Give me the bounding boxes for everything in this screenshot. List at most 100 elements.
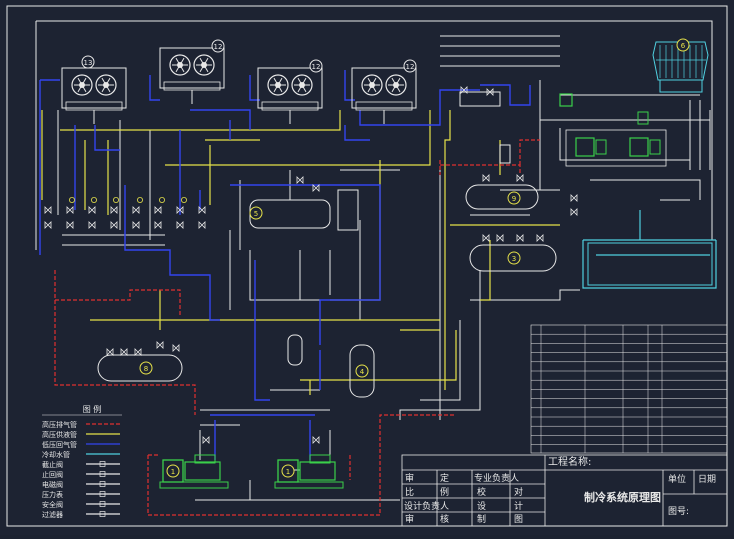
compressor-2-number: 1 bbox=[286, 468, 290, 476]
drawing-border bbox=[6, 5, 728, 527]
valve-icon bbox=[198, 206, 206, 214]
vessel-4 bbox=[349, 344, 375, 398]
tank-3-number: 3 bbox=[512, 255, 516, 263]
tb-r1c0: 比 bbox=[405, 488, 415, 498]
valve-icon bbox=[516, 174, 524, 182]
condenser-unit-3: 12 bbox=[257, 59, 323, 124]
valve-icon bbox=[106, 348, 114, 356]
makeup-pump bbox=[559, 93, 573, 107]
valve-icon bbox=[132, 206, 140, 214]
tb-r3c1: 核 bbox=[440, 515, 450, 525]
drawing-number-label: 图号: bbox=[668, 507, 690, 517]
date-label: 日期 bbox=[698, 475, 717, 485]
condenser-2-number: 12 bbox=[214, 43, 223, 51]
legend: 图 例 高压排气管高压供液管低压回气管冷却水管截止阀止回阀电磁阀压力表安全阀过滤… bbox=[42, 404, 122, 519]
condenser-unit-4: 12 bbox=[351, 59, 417, 124]
filter-drier bbox=[459, 91, 501, 107]
legend-item-label: 低压回气管 bbox=[42, 440, 77, 449]
valve-icon bbox=[132, 221, 140, 229]
valve-icon bbox=[536, 234, 544, 242]
valve-icon bbox=[570, 208, 578, 216]
tank-3 bbox=[469, 244, 557, 272]
valve-icon bbox=[176, 206, 184, 214]
compressor-unit-2: 1 bbox=[274, 454, 344, 489]
water-pump-b bbox=[629, 137, 649, 157]
cooling-tower-number-badge bbox=[676, 38, 690, 52]
water-pipes bbox=[582, 210, 717, 289]
valve-icon bbox=[172, 344, 180, 352]
drawing-title: 制冷系统原理图 bbox=[584, 491, 661, 504]
receiver-number: 8 bbox=[144, 365, 148, 373]
vessels bbox=[97, 91, 557, 398]
tb-r0c1: 定 bbox=[440, 474, 450, 484]
valve-icon bbox=[482, 234, 490, 242]
tb-r0c0: 审 bbox=[405, 474, 415, 484]
tb-r3c3: 图 bbox=[514, 515, 524, 525]
small-separator bbox=[287, 334, 303, 366]
tank-9-number: 9 bbox=[512, 195, 516, 203]
water-tank bbox=[587, 242, 713, 286]
water-pump-a bbox=[575, 137, 595, 157]
tb-r2c2: 设 bbox=[477, 502, 487, 512]
condenser-unit-2: 12 bbox=[159, 39, 225, 104]
tb-r0c2: 专业负责人 bbox=[474, 474, 520, 484]
tb-r3c0: 审 bbox=[405, 515, 415, 525]
tb-r2c0: 设计负责人 bbox=[404, 502, 450, 512]
vessel-number-badges: 5 8 9 3 4 bbox=[139, 191, 521, 378]
pressure-gauge-icon bbox=[113, 196, 120, 203]
legend-item-label: 高压供液管 bbox=[42, 430, 77, 439]
compressor-1-number: 1 bbox=[171, 468, 175, 476]
valve-icon bbox=[154, 221, 162, 229]
condenser-3-number: 12 bbox=[312, 63, 321, 71]
valve-icon bbox=[486, 88, 494, 96]
valve-icon bbox=[110, 221, 118, 229]
cooling-tower-number: 6 bbox=[681, 42, 686, 50]
pressure-gauge-icon bbox=[69, 196, 76, 203]
condenser-group: 13 12 12 12 bbox=[61, 39, 417, 124]
tank-9 bbox=[465, 184, 539, 210]
compressor-units: 1 1 bbox=[159, 454, 344, 489]
legend-symbol-icon bbox=[99, 461, 106, 467]
valve-icon bbox=[198, 221, 206, 229]
project-name-label: 工程名称: bbox=[548, 457, 592, 468]
tb-r2c3: 计 bbox=[514, 502, 524, 512]
tb-r1c1: 例 bbox=[440, 488, 450, 498]
valve-icon bbox=[176, 221, 184, 229]
legend-item-label: 冷却水管 bbox=[42, 450, 70, 459]
pressure-gauge-icon bbox=[91, 196, 98, 203]
valve-icon bbox=[44, 221, 52, 229]
valve-icon bbox=[516, 234, 524, 242]
valve-symbols bbox=[44, 86, 578, 444]
tb-r1c2: 校 bbox=[477, 488, 487, 498]
equipment-table bbox=[530, 324, 728, 454]
tb-r1c3: 对 bbox=[514, 488, 524, 498]
legend-symbol-icon bbox=[99, 481, 106, 487]
compressor-unit-1: 1 bbox=[159, 454, 229, 489]
valve-icon bbox=[88, 206, 96, 214]
valve-icon bbox=[202, 436, 210, 444]
title-block bbox=[401, 454, 728, 527]
valve-icon bbox=[312, 436, 320, 444]
valve-icon bbox=[312, 184, 320, 192]
suction-pipes bbox=[39, 70, 531, 460]
legend-symbol-icon bbox=[99, 491, 106, 497]
vessel-4-number: 4 bbox=[360, 368, 365, 376]
valve-icon bbox=[134, 348, 142, 356]
cooling-tower: 6 bbox=[652, 38, 709, 93]
valve-icon bbox=[44, 206, 52, 214]
legend-symbol-icon bbox=[99, 501, 106, 507]
unit-label: 单位 bbox=[668, 475, 687, 485]
water-pump-group bbox=[559, 93, 667, 167]
discharge-pipes bbox=[54, 139, 540, 516]
valve-icon bbox=[154, 206, 162, 214]
valve-icon bbox=[120, 348, 128, 356]
valve-icon bbox=[460, 86, 468, 94]
legend-item-label: 止回阀 bbox=[42, 470, 63, 479]
valve-icon bbox=[482, 174, 490, 182]
tb-r3c2: 制 bbox=[477, 515, 487, 525]
pressure-gauge-icon bbox=[180, 196, 187, 203]
condenser-1-number: 13 bbox=[84, 59, 93, 67]
legend-item-label: 电磁阀 bbox=[42, 480, 63, 489]
